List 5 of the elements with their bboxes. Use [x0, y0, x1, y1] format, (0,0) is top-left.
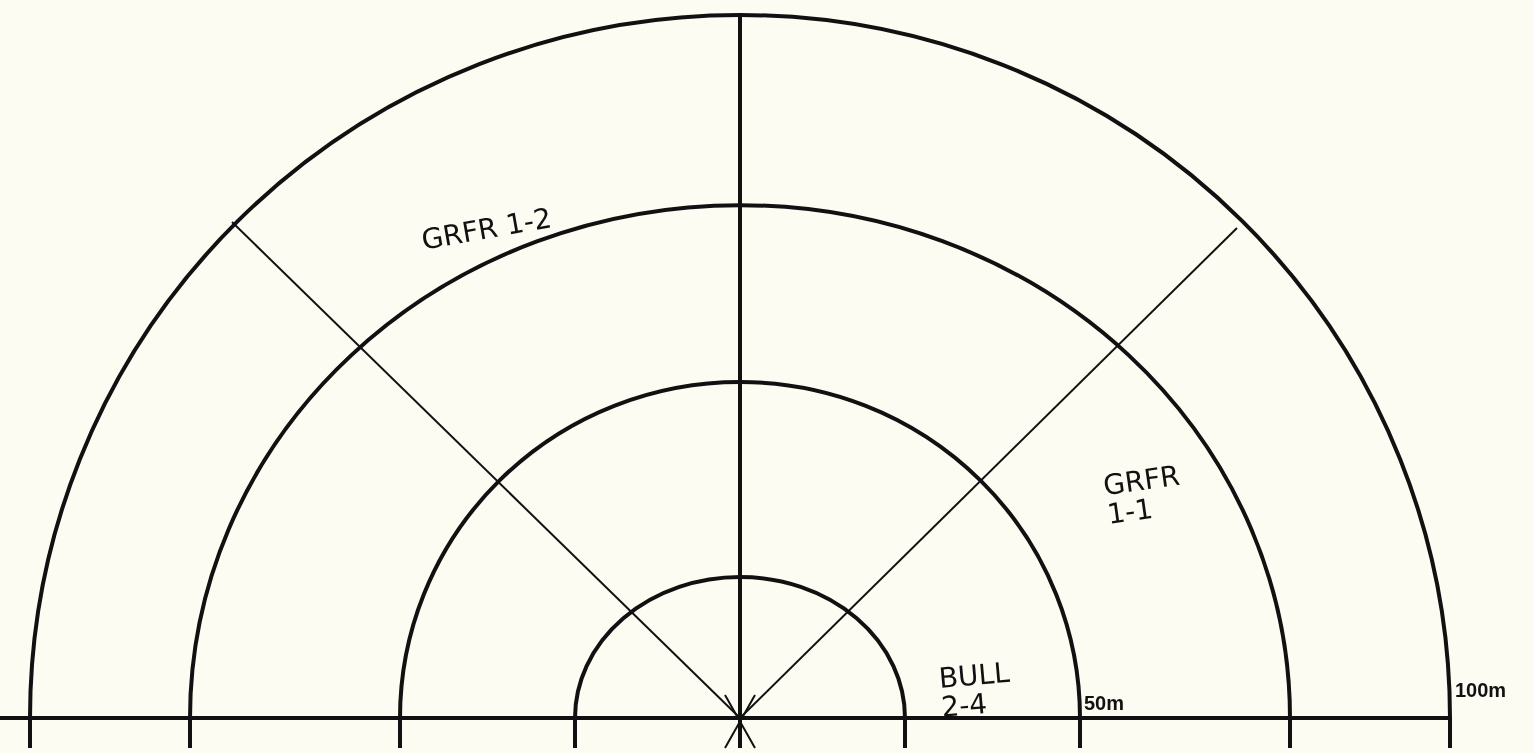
distance-label: 100m [1455, 680, 1508, 701]
handwritten-note: GRFR 1-2 [419, 200, 555, 255]
handwritten-note: GRFR 1-1 [1101, 459, 1183, 530]
handwritten-note: BULL 2-4 [937, 656, 1012, 723]
distance-label: 50m [1084, 693, 1126, 714]
